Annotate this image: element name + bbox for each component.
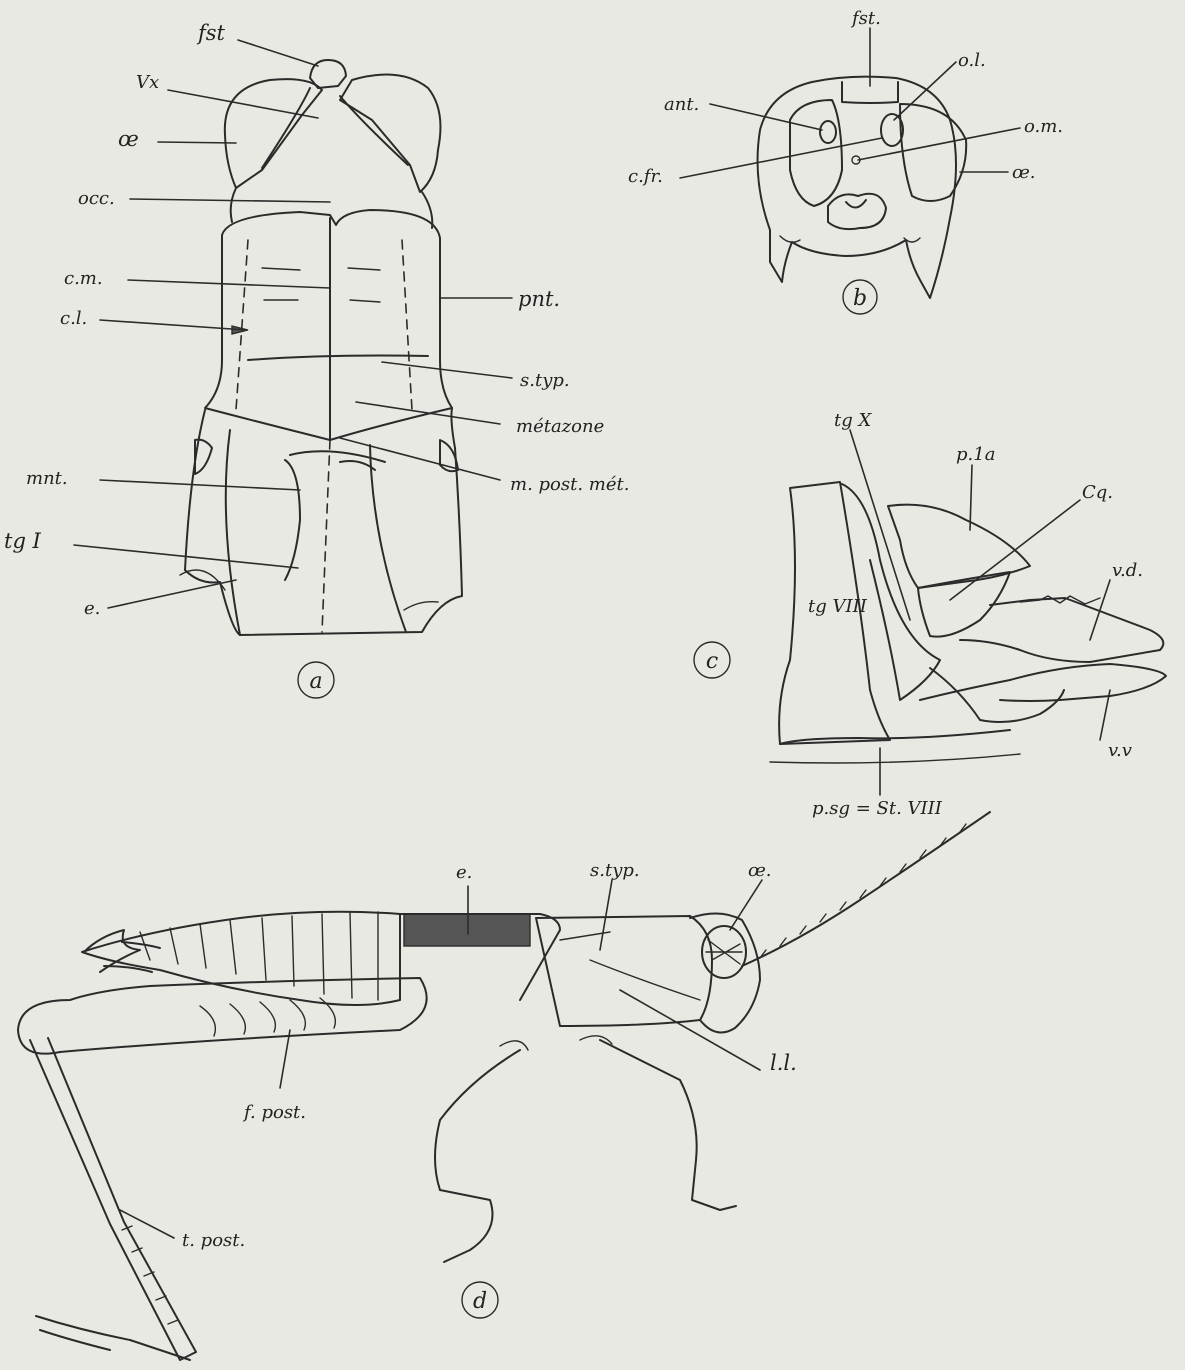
mesonotum-lines — [285, 451, 385, 580]
leader-cm — [128, 280, 330, 288]
clypeus-b — [828, 194, 886, 229]
label-om: o.m. — [1024, 116, 1063, 137]
leader-styp-d — [600, 880, 612, 950]
mandible-marks — [780, 236, 920, 242]
wing-base-right — [404, 602, 438, 610]
label-vx: Vx — [136, 72, 159, 93]
figure-b-frontal-view: fst. o.l. ant. o.m. c.fr. œ. b — [628, 8, 1063, 314]
label-fst-b: fst. — [850, 8, 881, 29]
label-cm: c.m. — [64, 268, 103, 289]
subgenital-plate — [930, 668, 1064, 722]
panel-c-letter: c — [706, 649, 718, 674]
label-ol: o.l. — [958, 50, 986, 71]
label-vv: v.v — [1108, 740, 1132, 761]
pronotum-sulci — [262, 268, 380, 302]
label-styp-d: s.typ. — [590, 860, 640, 881]
panel-a-letter: a — [309, 669, 322, 694]
label-ant: ant. — [664, 94, 699, 115]
head-capsule-sides — [231, 188, 433, 228]
label-pnt: pnt. — [518, 287, 560, 311]
leader-tgx — [850, 430, 910, 620]
label-oe-d: œ. — [748, 860, 772, 881]
ovipositor-valves — [104, 942, 160, 972]
hind-tibia — [30, 1038, 196, 1360]
left-eye-b — [790, 100, 842, 206]
leader-cq — [950, 500, 1080, 600]
label-e-a: e. — [84, 598, 100, 619]
right-eye-shape — [340, 75, 440, 192]
label-e-d: e. — [456, 862, 472, 883]
femur-pattern — [200, 998, 335, 1036]
label-tg1: tg I — [4, 529, 42, 553]
leader-p1a — [970, 465, 972, 530]
tarsus-d — [36, 1316, 190, 1360]
label-psg: p.sg = St. VIII — [812, 798, 943, 819]
panel-d-letter: d — [473, 1289, 487, 1314]
label-vd: v.d. — [1112, 560, 1143, 581]
antennal-socket — [881, 114, 903, 146]
typical-sulcus — [248, 356, 428, 361]
figure-c-abdomen-tip: tg X p.1a Cq. v.d. tg VIII v.v p.sg = St… — [694, 410, 1166, 819]
leader-fpost — [280, 1030, 290, 1088]
leader-fst-a — [238, 40, 318, 66]
label-styp-a: s.typ. — [520, 370, 570, 391]
front-leg — [600, 1040, 736, 1210]
antenna — [742, 812, 990, 966]
leader-oe-d — [730, 880, 762, 930]
leader-metazone — [356, 402, 500, 424]
label-tgx: tg X — [834, 410, 872, 431]
leader-mnt — [100, 480, 300, 490]
dorsal-midline — [322, 440, 330, 632]
middle-leg — [435, 1050, 520, 1262]
pronotum-d — [536, 916, 712, 1026]
vertex-lines — [262, 88, 408, 168]
elytron — [404, 914, 530, 946]
hind-femur — [18, 978, 427, 1054]
label-mpostmet: m. post. mét. — [510, 474, 629, 495]
leader-om — [858, 128, 1020, 160]
pronotum-sulci-d — [560, 932, 700, 1000]
label-fst-a: fst — [196, 21, 226, 45]
leader-tpost — [120, 1210, 174, 1238]
left-ocellus — [820, 121, 836, 143]
leader-ll — [620, 990, 760, 1070]
leader-mpostmet — [340, 438, 500, 480]
label-cfr: c.fr. — [628, 166, 663, 187]
leader-vx — [168, 90, 318, 118]
panel-b-letter: b — [853, 286, 867, 311]
figure-d-lateral-view: e. s.typ. œ. l.l. f. post. t. post. d — [18, 812, 990, 1360]
label-ll: l.l. — [770, 1051, 797, 1075]
coxae — [500, 1036, 612, 1050]
label-occ: occ. — [78, 188, 115, 209]
leader-cl — [100, 320, 246, 330]
label-oe-b: œ. — [1012, 162, 1036, 183]
label-cl: c.l. — [60, 308, 87, 329]
leader-oe-a — [158, 142, 236, 143]
leader-vd — [1090, 580, 1110, 640]
tibia-spines — [122, 1226, 178, 1324]
lateral-carinae — [236, 240, 412, 410]
leader-e-a — [108, 580, 236, 608]
leader-ant — [710, 104, 822, 130]
figure-a-dorsal-view: fst Vx œ occ. c.m. c.l. pnt. s.typ. méta… — [4, 21, 629, 698]
label-cq: Cq. — [1082, 482, 1113, 503]
label-metazone: métazone — [516, 416, 604, 437]
leader-occ — [130, 199, 330, 202]
abdomen-segments — [140, 912, 378, 1000]
label-p1a: p.1a — [956, 444, 995, 465]
ventral-valve — [920, 664, 1166, 701]
leader-styp-a — [382, 362, 512, 378]
label-tgviii: tg VIII — [808, 596, 868, 617]
head-outline-b — [758, 77, 956, 298]
antenna-segments — [760, 824, 966, 958]
label-tpost: t. post. — [182, 1230, 245, 1251]
label-oe-a: œ — [118, 127, 139, 151]
leader-cfr — [680, 138, 882, 178]
label-fpost: f. post. — [242, 1102, 306, 1123]
label-mnt: mnt. — [26, 468, 68, 489]
ventral-edge — [770, 754, 1020, 763]
head-d — [690, 913, 760, 1032]
